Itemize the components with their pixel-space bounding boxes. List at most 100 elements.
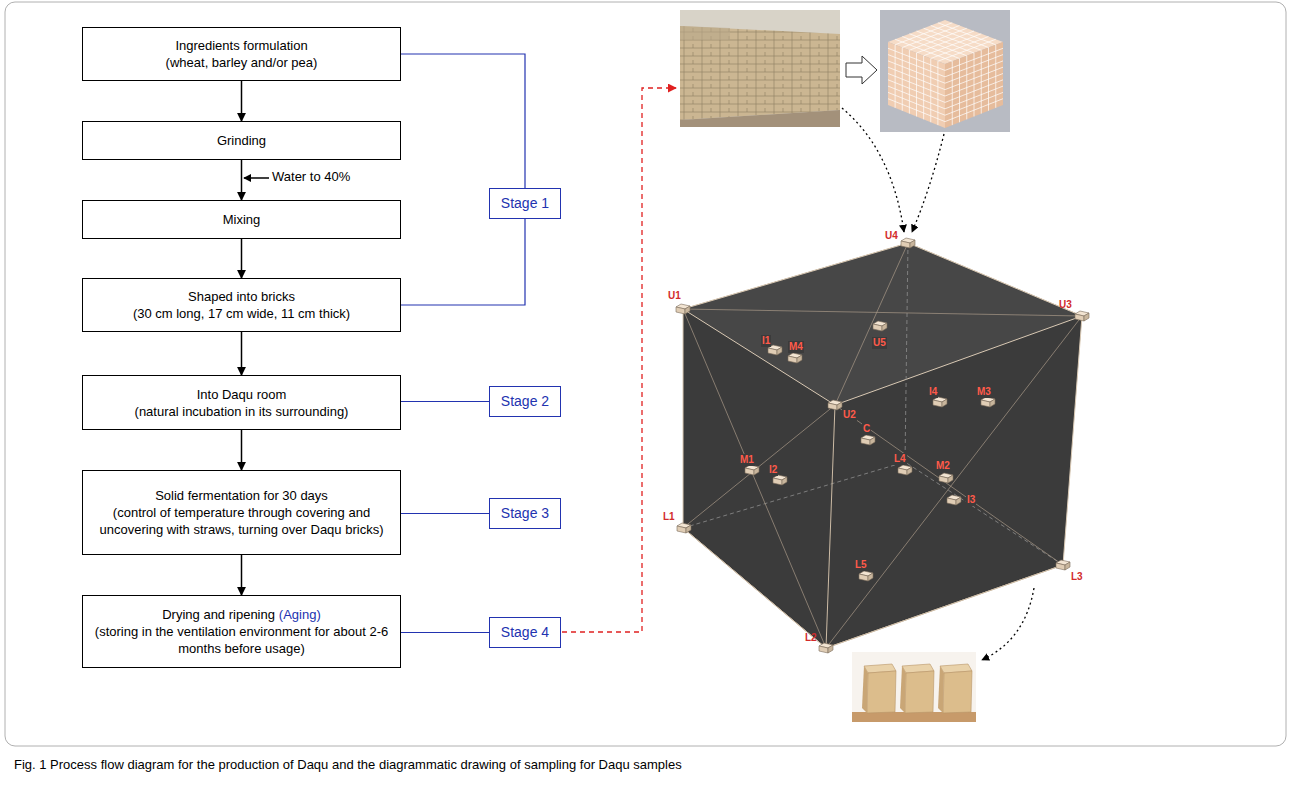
sampling-point-label: I2: [768, 464, 778, 476]
process-box: Into Daqu room(natural incubation in its…: [82, 375, 401, 430]
loaf-front: [867, 671, 896, 713]
sample-brick-icon: [939, 473, 953, 483]
sample-brick-icon: [861, 435, 875, 445]
sampling-point-label: U2: [842, 409, 857, 421]
stage-label: Stage 2: [501, 393, 549, 410]
grid-line: [888, 86, 945, 109]
daqu-brick-photo: [852, 652, 976, 722]
stage-bracket-line: [401, 632, 489, 633]
grid-line: [924, 34, 982, 56]
sample-brick-icon: [873, 321, 887, 331]
stage-box: Stage 3: [489, 498, 561, 529]
sampling-point-label: U5: [872, 337, 887, 349]
sample-brick-icon: [788, 353, 802, 363]
grid-line: [917, 31, 975, 53]
grid-line: [888, 67, 945, 89]
process-box: Shaped into bricks(30 cm long, 17 cm wid…: [82, 278, 401, 332]
figure-caption: Fig. 1 Process flow diagram for the prod…: [14, 756, 682, 773]
sample-brick-icon: [947, 495, 961, 505]
sample-brick-icon: [898, 465, 912, 475]
step-title: Solid fermentation for 30 days: [155, 487, 328, 504]
flow-arrow: [241, 555, 243, 595]
loaf-side: [862, 666, 868, 713]
step-detail: (control of temperature through covering…: [91, 504, 392, 538]
grid-line: [917, 31, 975, 53]
grid-line: [931, 26, 989, 48]
block-arrow: [846, 56, 877, 84]
stage-box: Stage 1: [489, 188, 561, 219]
stage-bracket-line: [401, 513, 489, 514]
sample-brick-icon: [745, 465, 759, 475]
flow-arrow: [241, 430, 243, 470]
stage-bracket-line: [401, 54, 525, 188]
grid-line: [945, 67, 1003, 89]
dotted-leader: [982, 588, 1034, 660]
red-dashed-pointer: [562, 88, 676, 632]
daqu-pile-cube: [683, 243, 1082, 648]
step-title: Ingredients formulation: [175, 37, 307, 54]
process-box: Mixing: [82, 200, 401, 239]
figure-frame: [5, 2, 1286, 746]
stage-label: Stage 4: [501, 624, 549, 641]
dotted-leader: [842, 108, 904, 232]
sampling-point-label: M4: [788, 341, 804, 353]
step-detail: (storing in the ventilation environment …: [91, 623, 392, 657]
sampling-point-label: L5: [854, 559, 868, 571]
sample-brick-icon: [828, 400, 842, 410]
sample-brick-icon: [901, 238, 915, 248]
step-detail: (natural incubation in its surrounding): [135, 403, 349, 420]
process-box: Drying and ripening(Aging)(storing in th…: [82, 595, 401, 668]
step-title: Grinding: [217, 132, 266, 149]
sample-brick-icon: [676, 304, 690, 314]
input-note: Water to 40%: [272, 169, 350, 185]
stage-label: Stage 3: [501, 505, 549, 522]
step-title: Into Daqu room: [197, 386, 287, 403]
grid-line: [938, 39, 996, 61]
grid-line: [888, 55, 945, 77]
sampling-point-label: U1: [667, 290, 682, 302]
sample-brick-icon: [933, 397, 947, 407]
step-title: Shaped into bricks: [188, 288, 295, 305]
step-detail: (Aging): [279, 607, 321, 622]
step-detail: (30 cm long, 17 cm wide, 11 cm thick): [133, 305, 350, 322]
sampling-point-label: M3: [976, 386, 992, 398]
flow-arrow: [241, 332, 243, 375]
grid-line: [888, 99, 945, 122]
grid-line: [888, 48, 945, 70]
sample-brick-icon: [819, 643, 833, 653]
grid-line: [924, 28, 982, 50]
step-title: Mixing: [223, 211, 261, 228]
sample-brick-icon: [677, 523, 691, 533]
sample-icons: [676, 238, 1089, 653]
dotted-leader: [912, 134, 944, 232]
flow-arrow: [241, 160, 243, 200]
loaf-side: [900, 666, 906, 713]
grid-line: [945, 74, 1003, 97]
grid-line: [945, 99, 1003, 122]
grid-line: [938, 23, 996, 45]
sampling-point-label: U4: [884, 230, 899, 242]
sampling-point-label: U3: [1058, 299, 1073, 311]
process-box: Solid fermentation for 30 days(control o…: [82, 470, 401, 555]
stage-label: Stage 1: [501, 195, 549, 212]
grid-line: [931, 37, 989, 59]
sampling-point-label: C: [862, 423, 871, 435]
brick-wall-photo: [680, 10, 840, 127]
grid-line: [945, 86, 1003, 109]
brick-stack-render: [880, 10, 1010, 132]
sample-brick-icon: [981, 397, 995, 407]
grid-line: [888, 92, 945, 115]
grid-line: [945, 61, 1003, 83]
process-box: Grinding: [82, 121, 401, 160]
loaf-front: [905, 671, 934, 713]
sampling-point-label: L4: [893, 453, 907, 465]
loaf-front: [943, 671, 972, 713]
heading-line: Drying and ripening(Aging): [162, 606, 321, 623]
stage-box: Stage 2: [489, 386, 561, 417]
grid-line: [945, 80, 1003, 103]
sample-brick-icon: [773, 475, 787, 485]
sampling-point-label: I4: [928, 386, 938, 398]
grid-line: [945, 92, 1003, 115]
